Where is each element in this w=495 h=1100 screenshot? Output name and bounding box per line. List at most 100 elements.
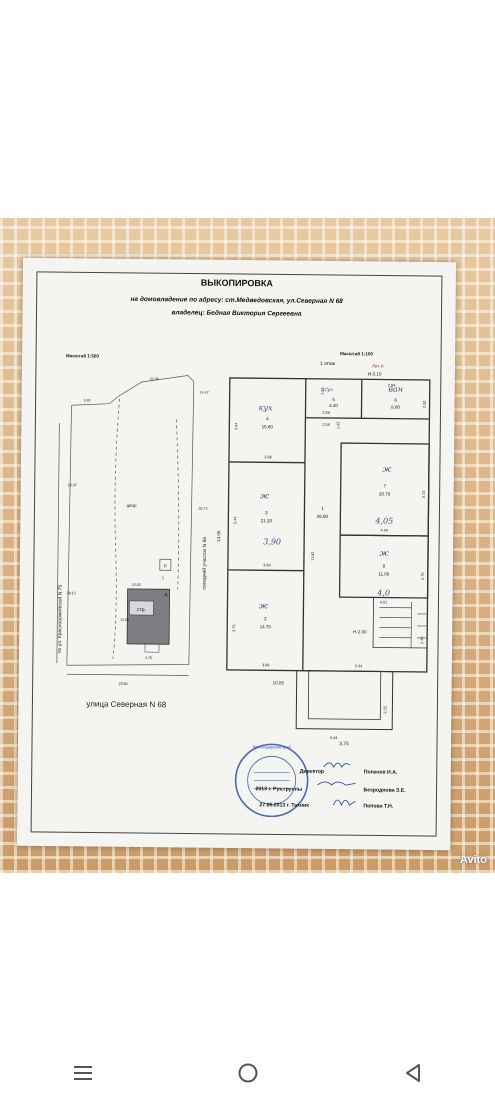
bld-dim-bottom: 3.75 [145,656,152,660]
site-path [112,398,120,659]
site-dim-left [56,423,60,664]
room-8-note: ж [379,548,388,557]
site-dim-left-bottom: 38.13 [67,591,76,595]
room-4-note: кух [259,403,274,412]
site-dim-top-left: 9.91 [84,398,91,402]
dim-r8-side: 2.75 [421,573,425,580]
dim-r2-side: 3.79 [232,625,236,632]
handwritten-signatures [317,762,356,807]
height-stairs: H-2.90 [353,629,367,634]
height-label: H-3.10 [368,371,382,376]
room-7-hand: 4,05 [374,516,393,525]
dim-r1-side: 11.82 [311,552,315,561]
room-8-hand: 4,0 [376,588,390,597]
android-nav-bar [0,1046,495,1100]
marker-label: II [164,563,167,568]
porch-inner [307,670,382,720]
floor-label: 1 этаж [320,361,336,367]
stamp-text: Краснодарский край [253,744,291,749]
site-dim-top-right: 21.06 [150,377,159,381]
room-2-no: 2 [264,616,267,621]
scale-left: Масштаб 1:500 [66,352,99,358]
site-path-right [176,419,180,590]
room-6-area: 8.00 [391,405,400,410]
technician-label: 27.05.2013 г. Техник [259,802,309,809]
site-dim-bottom [66,673,189,676]
stairs-steps [379,601,428,648]
official-stamp: Краснодарский край [234,743,309,818]
plan-drawing: ВЫКОПИРОВКА на домовладение по адресу: с… [30,271,443,837]
dim-r7-side: 5.13 [422,491,426,498]
dim-r3-bottom: 3.89 [263,563,270,567]
building-letter: А [165,592,168,597]
dim-r6-top: 2.84 [388,384,395,388]
home-button[interactable] [218,1053,278,1093]
room-7-note: ж [382,465,391,474]
group-head-name: Безроднова З.Е. [364,787,407,793]
wall-r6-bottom [361,417,430,420]
left-street-label: по ул. Красноармейской N 75 [56,585,64,654]
room-1-no: 1 [321,506,324,511]
dim-porch-height: 2.25 [383,706,387,713]
doc-owner: владелец: Бедная Виктория Сергеевна [171,308,301,317]
yard-label: двор [126,503,137,508]
back-icon [405,1064,420,1082]
dim-r5-side: 1.63 [321,387,325,394]
site-dim-bottom: 29.84 [119,682,128,686]
building-porch [144,643,160,653]
site-dim-right-top: 14.47 [200,391,209,395]
building-code: стр. [137,607,146,613]
dim-r2-bottom: 3.89 [262,663,269,667]
floor-plan-sheet: ВЫКОПИРОВКА на домовладение по адресу: с… [16,257,457,851]
dim-overall-height: 14.05 [216,530,221,542]
room-6-no: 6 [394,398,397,403]
home-icon [238,1063,257,1083]
dim-overall-width-top: 10.05 [273,680,285,685]
menu-icon [73,1066,92,1080]
dim-r3-side: 5.44 [233,517,237,524]
site-boundary [66,375,195,666]
wall-r4-r3 [228,461,305,464]
porch [295,670,394,731]
room-8-area: 11.00 [378,571,389,576]
building-footprint [126,588,171,645]
director-label: Директор [300,769,324,775]
room-1-area: 26.60 [317,514,329,519]
wall-r5-bottom [305,417,362,419]
room-2-area: 14.70 [260,624,272,629]
dim-r5-side2: 1.02 [336,422,340,429]
bottom-street-label: улица Северная N 68 [86,699,166,709]
room-5-area: 4.20 [329,403,338,408]
room-4-area: 15.60 [262,424,274,429]
room-5-note: с/уз [323,387,333,393]
doc-title: ВЫКОПИРОВКА [201,278,274,289]
dim-r4-bottom: 3.86 [264,455,271,459]
room-3-hand: 3,90 [263,537,281,546]
marker-number: 1 [162,575,165,580]
site-building: стр. А II 1 [126,558,172,653]
sheet-border [30,271,443,837]
room-8-wall [338,534,429,599]
technician-name: Попова Т.Н. [363,803,393,809]
wall-r3-r2 [227,569,304,572]
dim-r5-bottom: 2.56 [322,411,329,415]
doc-address: на домовладение по адресу: ст.Медведовск… [130,295,343,305]
dim-r6-side: 2.82 [423,401,427,408]
site-dim-right-mid: 35.73 [198,507,207,511]
building-label-box [129,600,154,616]
site-dim-left-top: 25.97 [68,483,77,487]
dim-stairs-bottom: 5.44 [355,664,362,668]
back-button[interactable] [383,1053,443,1093]
wall-left-column [302,378,307,671]
dim-stairs-side: 2.45 [420,637,424,644]
director-name: Попачев И.А. [364,769,398,775]
dim-r5-b2: 2.56 [322,423,329,427]
room-7-no: 7 [383,484,386,489]
room-4-no: 4 [266,416,269,421]
recent-apps-button[interactable] [53,1053,113,1093]
room-3-area: 21.20 [261,518,273,523]
dim-overall-width: 5.44 [330,736,337,740]
stairs-outline [372,597,428,649]
marker-box [159,558,172,571]
site-plan [56,375,195,676]
